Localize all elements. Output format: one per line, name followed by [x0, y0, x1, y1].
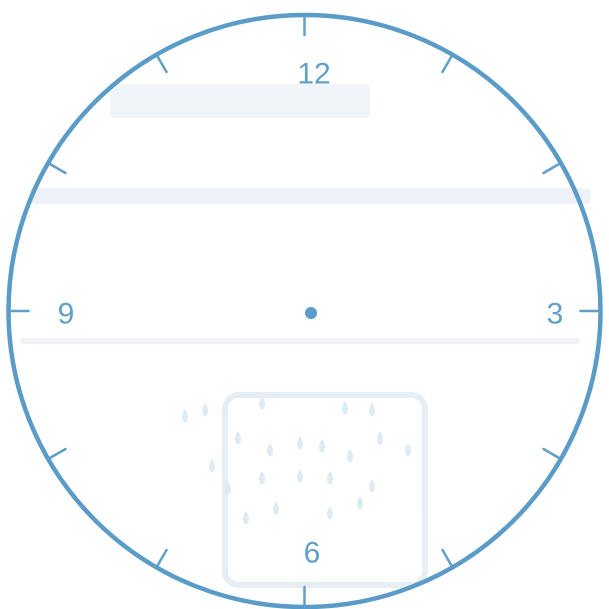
numeral-3: 3	[547, 298, 564, 331]
show-through-drop	[273, 501, 279, 515]
center-dot	[305, 307, 317, 319]
show-through-text-line	[30, 188, 590, 204]
tick-7	[158, 550, 167, 566]
show-through-drop	[357, 496, 363, 510]
show-through-drops	[182, 396, 411, 525]
show-through-drop	[259, 396, 265, 410]
show-through-drop	[377, 431, 383, 445]
show-through-drop	[209, 459, 215, 473]
show-through-drop	[297, 436, 303, 450]
show-through-drop	[243, 511, 249, 525]
show-through-drop	[327, 471, 333, 485]
show-through-drop	[347, 449, 353, 463]
tick-10	[50, 164, 66, 173]
show-through-drop	[267, 443, 273, 457]
show-through-drop	[297, 469, 303, 483]
show-through-drop	[369, 403, 375, 417]
show-through-drop	[327, 506, 333, 520]
show-through-drop	[235, 431, 241, 445]
show-through-heading-block	[110, 84, 370, 118]
show-through-drop	[259, 471, 265, 485]
show-through-drop	[202, 403, 208, 417]
show-through-drop	[369, 479, 375, 493]
tick-2	[544, 164, 560, 173]
tick-8	[50, 449, 66, 458]
show-through-rule	[20, 338, 580, 344]
tick-4	[544, 449, 560, 458]
numeral-9: 9	[58, 298, 75, 331]
show-through-drop	[342, 401, 348, 415]
tick-5	[443, 550, 452, 566]
tick-11	[158, 56, 167, 72]
show-through-box	[225, 395, 425, 585]
show-through-drop	[319, 439, 325, 453]
numeral-12: 12	[297, 58, 330, 91]
show-through-background	[20, 84, 590, 585]
show-through-drop	[405, 443, 411, 457]
show-through-drop	[182, 409, 188, 423]
tick-1	[443, 56, 452, 72]
numeral-6: 6	[304, 537, 321, 570]
